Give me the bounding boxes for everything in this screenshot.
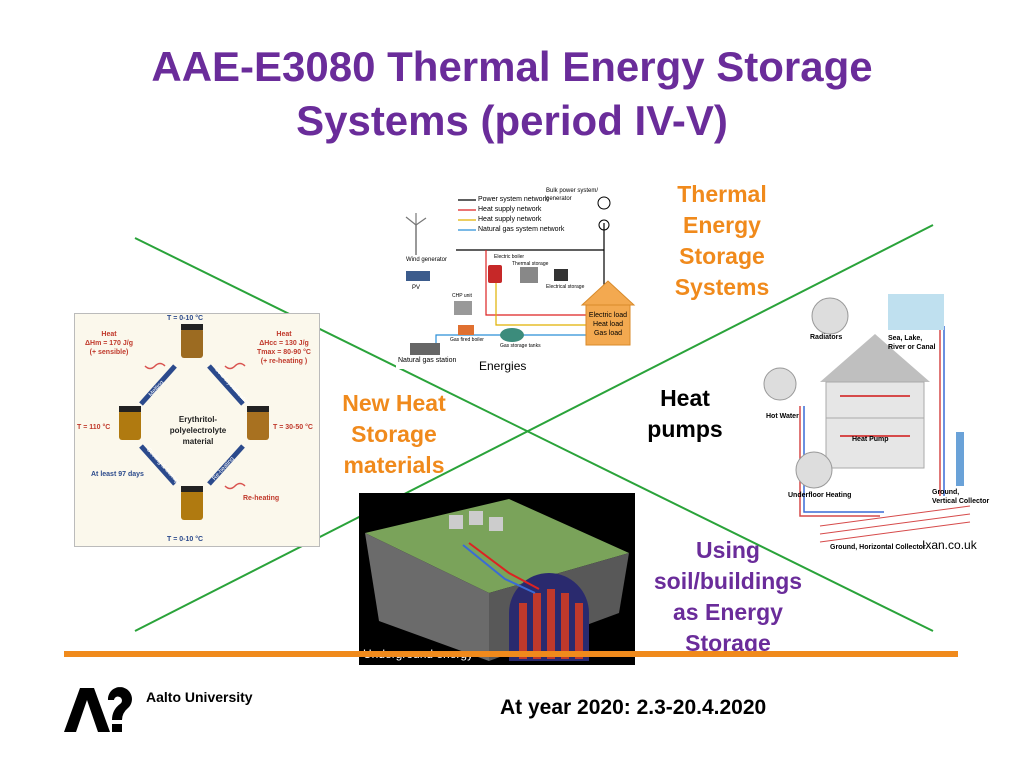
- topic-line: materials: [343, 452, 445, 478]
- energies-caption: Energies: [479, 359, 527, 373]
- slide-title: AAE-E3080 Thermal Energy Storage Systems…: [0, 40, 1024, 148]
- sea-line: Sea, Lake,: [888, 335, 923, 342]
- loads-label: Electric load Heat load Gas load: [588, 311, 628, 338]
- vertical-line: Ground,: [932, 489, 960, 496]
- gas-storage-label: Gas storage tanks: [500, 343, 541, 349]
- thermal-storage-label: Thermal storage: [512, 261, 549, 267]
- underfloor-label: Underfloor Heating: [788, 492, 852, 499]
- topic-line: New Heat: [342, 390, 446, 416]
- sea-label: Sea, Lake, River or Canal: [888, 334, 935, 352]
- chp-label: CHP unit: [452, 293, 472, 299]
- pv-label: PV: [412, 285, 421, 291]
- topic-new-heat-storage-materials: New Heat Storage materials: [326, 388, 462, 481]
- center-line: material: [182, 437, 214, 446]
- vertical-collector-label: Ground, Vertical Collector: [932, 488, 989, 506]
- wind-label: Wind generator: [406, 257, 448, 263]
- bulk-label: Bulk power system/ generator: [546, 188, 599, 202]
- temp-right: T = 30-50 °C: [273, 424, 313, 431]
- cross-line-down: [134, 237, 934, 632]
- horizontal-collector-label: Ground, Horizontal Collector: [830, 544, 926, 551]
- topic-line: soil/buildings: [653, 568, 803, 594]
- temp-bottom: T = 0-10 °C: [167, 536, 204, 543]
- heat-line: ΔHm = 170 J/g: [84, 340, 134, 347]
- ixan-caption: Ixan.co.uk: [922, 538, 977, 552]
- heat-line: (+ re-heating ): [260, 358, 308, 365]
- topic-line: Energy: [683, 212, 761, 238]
- topic-line: Systems: [674, 274, 770, 300]
- topic-line: pumps: [647, 416, 723, 442]
- vertical-line: Vertical Collector: [932, 498, 990, 505]
- center-line: Erythritol-: [178, 415, 218, 424]
- reheat-label: Re-heating: [243, 495, 280, 502]
- topic-line: as Energy: [673, 599, 783, 625]
- heat-right-label: Heat ΔHcc = 130 J/g Tmax = 80-90 °C (+ r…: [251, 330, 317, 366]
- heat-pump-diagram: Radiators Sea, Lake, River or Canal Hot …: [760, 286, 990, 556]
- cross-line-up: [134, 224, 934, 632]
- gas-boiler-label: Gas fired boiler: [450, 337, 484, 343]
- temp-left: T = 110 °C: [77, 424, 111, 431]
- heat-left-label: Heat ΔHm = 170 J/g (+ sensible): [79, 330, 139, 357]
- sea-line: River or Canal: [888, 344, 936, 351]
- load-item: Heat load: [593, 321, 623, 328]
- electrical-storage-label: Electrical storage: [546, 284, 585, 290]
- topic-line: Storage: [679, 243, 765, 269]
- heat-line: Tmax = 80-90 °C: [257, 349, 311, 356]
- underground-energy-image: Underground energy: [359, 493, 635, 665]
- gas-station-label: Natural gas station: [398, 357, 457, 364]
- underground-illustration: [365, 499, 629, 661]
- boiler-label: Electric boiler: [494, 254, 525, 260]
- days-label: At least 97 days: [91, 471, 144, 478]
- topic-line: Heat: [660, 385, 710, 411]
- heat-line: (+ sensible): [89, 349, 129, 356]
- energy-system-diagram: Power system network Heat supply network…: [396, 185, 636, 369]
- energy-legend: Power system network Heat supply network…: [478, 195, 564, 235]
- temp-top: T = 0-10 °C: [167, 315, 204, 322]
- radiators-label: Radiators: [810, 334, 843, 341]
- energy-network-illustration: [396, 185, 636, 369]
- topic-line: Storage: [351, 421, 437, 447]
- load-item: Electric load: [588, 312, 628, 319]
- load-item: Gas load: [593, 330, 623, 337]
- topic-line: Thermal: [677, 181, 767, 207]
- title-line-1: AAE-E3080 Thermal Energy Storage: [151, 43, 873, 90]
- heat-pump-illustration: [763, 294, 971, 543]
- heat-line: Heat: [101, 331, 117, 338]
- heat-line: ΔHcc = 130 J/g: [259, 340, 309, 347]
- university-name: Aalto University: [146, 689, 253, 705]
- topic-thermal-energy-storage: Thermal Energy Storage Systems: [656, 179, 788, 303]
- topic-line: Using: [696, 537, 760, 563]
- hot-water-label: Hot Water: [766, 413, 799, 420]
- legend-item: Heat supply network: [478, 216, 542, 223]
- footer-rule: [64, 651, 958, 657]
- center-line: polyelectrolyte: [169, 426, 227, 435]
- heat-pump-label: Heat Pump: [852, 436, 889, 443]
- date-note: At year 2020: 2.3-20.4.2020: [500, 696, 767, 719]
- title-line-2: Systems (period IV-V): [296, 97, 728, 144]
- heat-line: Heat: [276, 331, 292, 338]
- material-diagram: T = 0-10 °C T = 0-10 °C T = 110 °C T = 3…: [74, 313, 320, 547]
- legend-item: Heat supply network: [478, 206, 542, 213]
- aalto-logo-icon: [64, 687, 132, 732]
- legend-item: Natural gas system network: [478, 226, 565, 233]
- legend-item: Power system network: [478, 196, 549, 203]
- topic-heat-pumps: Heat pumps: [634, 383, 736, 445]
- material-illustration: [119, 324, 269, 520]
- topic-soil-buildings-storage: Using soil/buildings as Energy Storage: [636, 535, 820, 659]
- material-center-label: Erythritol- polyelectrolyte material: [153, 414, 243, 447]
